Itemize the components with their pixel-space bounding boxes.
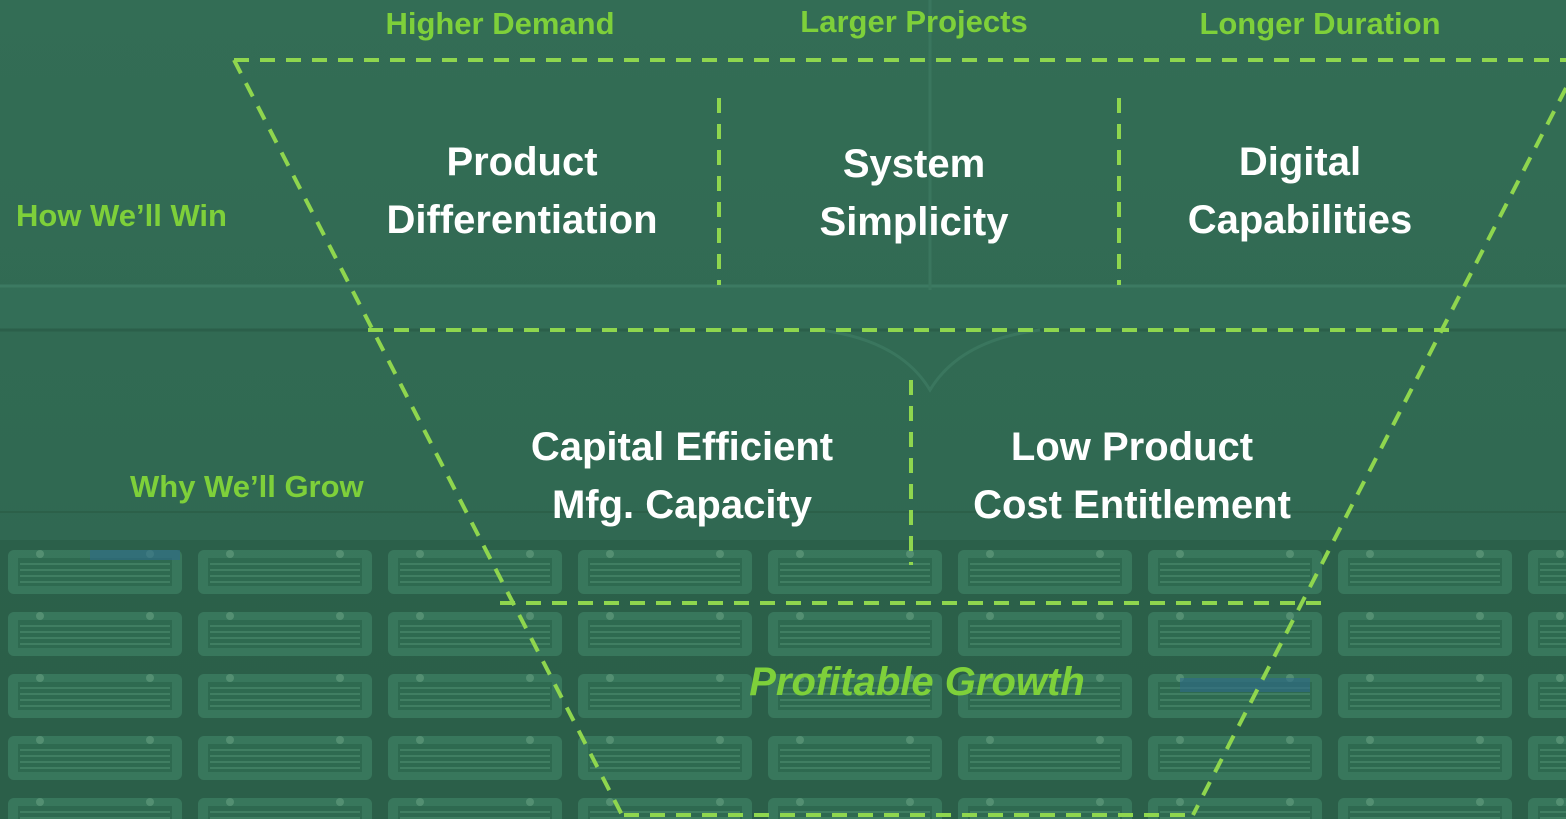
cell-line-1: System (842, 142, 986, 186)
driver-higher-demand: Higher Demand (385, 6, 615, 41)
side-label-how-we-win: How We’ll Win (16, 198, 227, 233)
tier2-capital-efficient-capacity: Capital Efficient Mfg. Capacity (502, 418, 862, 534)
outcome-profitable-growth: Profitable Growth (749, 660, 1085, 704)
cell-line-2: Capabilities (1187, 198, 1413, 242)
cell-line-2: Mfg. Capacity (551, 483, 813, 527)
tier1-digital-capabilities: Digital Capabilities (1150, 133, 1450, 249)
side-label-why-we-grow: Why We’ll Grow (130, 469, 364, 504)
funnel-right-edge (1191, 87, 1566, 816)
tier2-low-product-cost: Low Product Cost Entitlement (952, 418, 1312, 534)
cell-line-1: Digital (1238, 140, 1362, 184)
cell-line-2: Simplicity (819, 200, 1009, 244)
cell-line-2: Cost Entitlement (973, 483, 1291, 527)
tier1-product-differentiation: Product Differentiation (352, 133, 692, 249)
driver-larger-projects: Larger Projects (800, 4, 1028, 39)
cell-line-1: Product (446, 140, 598, 184)
cell-line-1: Low Product (1010, 425, 1254, 469)
tier1-system-simplicity: System Simplicity (764, 135, 1064, 251)
cell-line-2: Differentiation (386, 198, 658, 242)
driver-longer-duration: Longer Duration (1199, 6, 1441, 41)
funnel-left-edge (232, 59, 624, 816)
cell-line-1: Capital Efficient (530, 425, 834, 469)
